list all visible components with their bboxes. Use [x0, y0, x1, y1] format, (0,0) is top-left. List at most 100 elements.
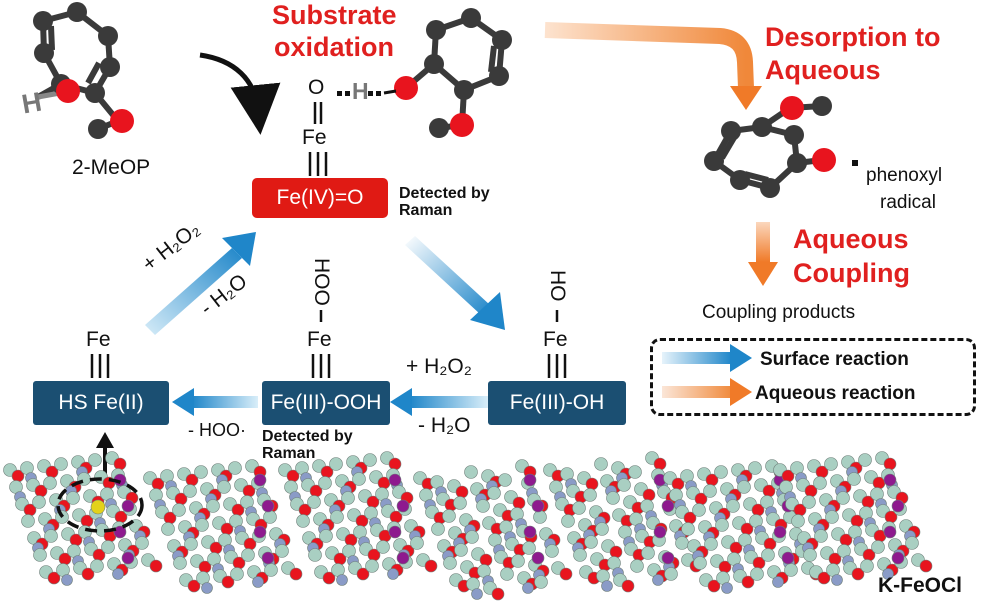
lattice-cl-atom	[692, 503, 706, 517]
legend-arrows	[662, 344, 752, 406]
lattice-cl-atom	[825, 510, 839, 524]
species-fe-iv-oxo: Fe(IV)=O	[252, 178, 388, 218]
lattice-cl-atom	[498, 473, 512, 487]
lattice-cl-atom	[206, 499, 220, 513]
label-fe-fe3oh: Fe	[543, 328, 568, 351]
label-minus-hoo: - HOO·	[188, 420, 246, 440]
lattice-cl-atom	[664, 567, 678, 581]
lattice-fe-atom	[652, 574, 664, 586]
lattice-cl-atom	[194, 465, 208, 479]
legend-surface-label: Surface reaction	[760, 349, 909, 370]
lattice-cl-atom	[264, 563, 278, 577]
lattice-o-atom	[47, 571, 61, 585]
lattice-cl-atom	[43, 476, 57, 490]
label-fe-fe3ooh: Fe	[307, 328, 332, 351]
active-fe-site	[90, 499, 106, 515]
legend-aqueous-label: Aqueous reaction	[755, 383, 916, 404]
reaction-arrow-curved	[199, 52, 281, 135]
lattice-fe-atom	[882, 568, 894, 580]
lattice-cl-atom	[860, 559, 874, 573]
lattice-cl-atom	[275, 544, 289, 558]
legend-box	[650, 338, 976, 416]
lattice-cl-atom	[101, 540, 115, 554]
lattice-o-atom	[653, 457, 667, 471]
lattice-cl-atom	[410, 536, 424, 550]
lattice-k-atom	[388, 473, 402, 487]
lattice-cl-atom	[453, 496, 467, 510]
lattice-k-atom	[661, 499, 675, 513]
label-phenoxyl: phenoxyl	[866, 165, 943, 186]
lattice-o-atom	[289, 567, 303, 581]
arrow-aqueous-coupling	[748, 222, 778, 286]
label-ho-vertical: HO	[546, 270, 569, 302]
lattice-o-atom	[585, 477, 599, 491]
lattice-cl-atom	[522, 541, 536, 555]
lattice-cl-atom	[905, 536, 919, 550]
lattice-cl-atom	[617, 478, 631, 492]
fe-iv-bonds	[308, 102, 328, 176]
lattice-k-atom	[891, 551, 905, 565]
lattice-o-atom	[322, 571, 336, 585]
lattice-fe-atom	[772, 576, 784, 588]
label-coupling-line2: Coupling	[793, 258, 910, 288]
lattice-fe-atom	[522, 582, 534, 594]
lower-fe-bonds	[90, 310, 567, 378]
lattice-cl-atom	[693, 556, 707, 570]
lattice-cl-atom	[363, 453, 377, 467]
lattice-cl-atom	[573, 548, 587, 562]
lattice-o-atom	[149, 559, 163, 573]
lattice-cl-atom	[329, 457, 343, 471]
lattice-cl-atom	[90, 559, 104, 573]
lattice-cl-atom	[584, 535, 598, 549]
lattice-k-atom	[121, 499, 135, 513]
lattice-cl-atom	[352, 472, 366, 486]
lattice-fe-atom	[201, 582, 213, 594]
lattice-o-atom	[707, 579, 721, 593]
lattice-o-atom	[817, 571, 831, 585]
lattice-o-atom	[356, 567, 370, 581]
molecule-phenoxyl-radical	[704, 96, 858, 198]
lattice-k-atom	[396, 551, 410, 565]
arrow-fe3ooh-to-fe2	[172, 388, 258, 416]
lattice-k-atom	[773, 525, 787, 539]
molecule-2meop	[33, 2, 134, 139]
lattice-fe-atom	[336, 574, 348, 586]
lattice-cl-atom	[173, 556, 187, 570]
lattice-o-atom	[455, 485, 469, 499]
lattice-k-atom	[523, 525, 537, 539]
lattice-cl-atom	[748, 461, 762, 475]
lattice-k-atom	[253, 525, 267, 539]
arrow-desorption	[544, 22, 762, 110]
hydrogen-bond-dots	[337, 91, 381, 96]
lattice-cl-atom	[836, 491, 850, 505]
lattice-cl-atom	[803, 548, 817, 562]
lattice-fe-atom	[252, 576, 264, 588]
lattice-cl-atom	[319, 529, 333, 543]
lattice-o-atom	[512, 496, 526, 510]
lattice-k-atom	[883, 473, 897, 487]
lattice-cl-atom	[628, 465, 642, 479]
lattice-k-atom	[121, 551, 135, 565]
lattice-cl-atom	[21, 514, 35, 528]
lattice-cl-atom	[533, 510, 547, 524]
lattice-o-atom	[81, 567, 95, 581]
lattice-k-atom	[653, 525, 667, 539]
lattice-k-atom	[388, 525, 402, 539]
lattice-k-atom	[523, 473, 537, 487]
lattice-cl-atom	[32, 495, 46, 509]
lattice-cl-atom	[88, 453, 102, 467]
lattice-cl-atom	[583, 488, 597, 502]
lattice-cl-atom	[561, 514, 575, 528]
arrow-fe2-to-fe4	[145, 232, 256, 335]
lattice-cl-atom	[594, 457, 608, 471]
species-fe-iii-ooh: Fe(III)-OOH	[262, 381, 390, 425]
lattice-fe-atom	[471, 588, 483, 600]
lattice-k-atom	[261, 551, 275, 565]
lattice-k-atom	[531, 551, 545, 565]
detected-raman-2-line1: Detected by	[262, 428, 353, 445]
lattice-cl-atom	[66, 491, 80, 505]
lattice-cl-atom	[476, 499, 490, 513]
label-hoo-vertical: HOO	[310, 258, 333, 306]
